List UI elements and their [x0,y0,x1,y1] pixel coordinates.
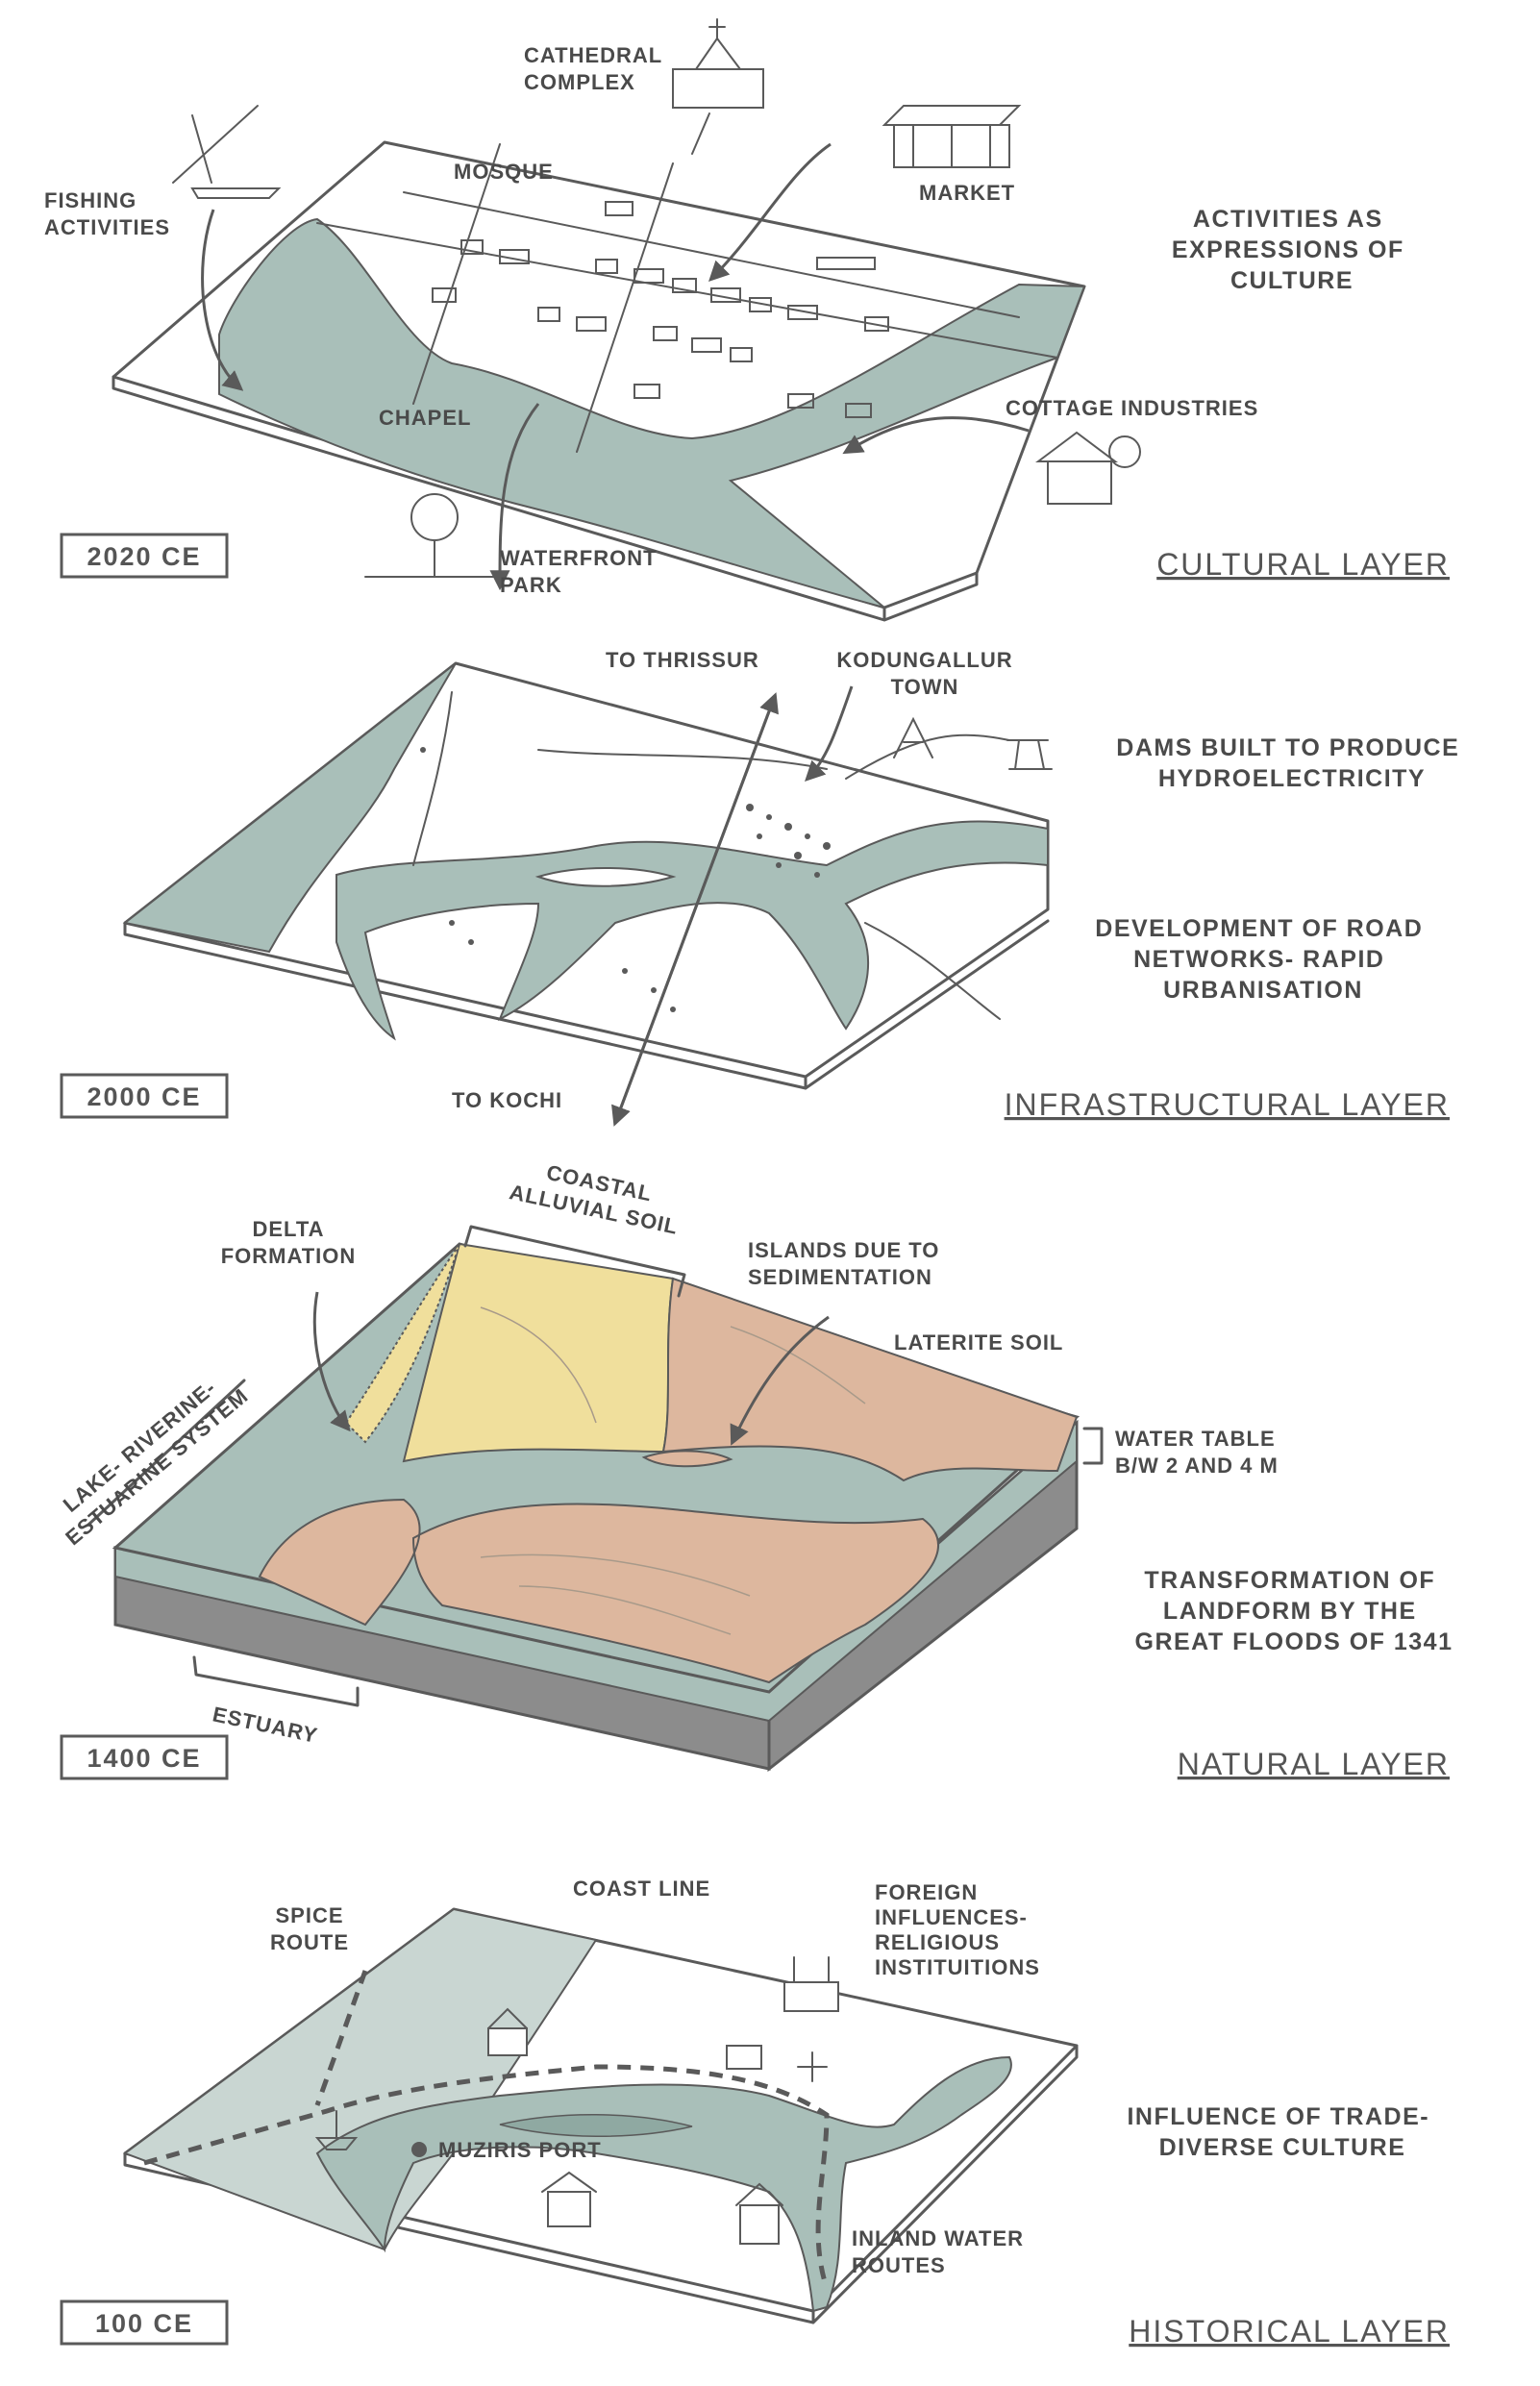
cultural-date-box [60,533,229,579]
muziris-port-marker [411,2142,427,2157]
cottage-label: COTTAGE INDUSTRIES [1006,396,1258,420]
park-tree-icon [364,493,501,578]
cultural-water [218,217,1086,609]
contour-lines [480,1306,866,1635]
town-dots [420,747,831,1012]
infra-side-notes-top: DAMS BUILT TO PRODUCE HYDROELECTRICITY [1116,734,1467,792]
cultural-title: CULTURAL LAYER [1156,547,1450,582]
natural-title: NATURAL LAYER [1178,1747,1450,1781]
market-label: MARKET [919,181,1015,205]
historical-water [315,2055,1012,2313]
laterite-north [661,1277,1079,1482]
water-table-bracket [1082,1427,1104,1465]
historical-side-notes: INFLUENCE OF TRADE- DIVERSE CULTURE [1127,2103,1437,2161]
lake-system-bracket [87,1379,246,1527]
cottage-icon [1035,431,1141,505]
foreign-label: FOREIGN INFLUENCES- RELIGIOUS INSTITUITI… [875,1880,1040,1979]
historical-lake [499,2113,693,2138]
infra-rivers [335,820,1049,1041]
infra-title: INFRASTRUCTURAL LAYER [1005,1087,1450,1122]
infra-date-box [60,1073,229,1119]
laterite-south [258,1498,940,1684]
cathedral-icon [672,18,764,155]
delta-region [344,1243,460,1444]
infra-date: 2000 CE [87,1082,201,1111]
infra-slab-side [123,919,1050,1090]
market-icon [882,105,1022,168]
historical-date-box [60,2299,229,2346]
to-kochi-label: TO KOCHI [452,1088,562,1112]
natural-side-notes: TRANSFORMATION OF LANDFORM BY THE GREAT … [1135,1567,1453,1655]
dam-icon [845,716,1053,780]
historical-slab-side [123,2044,1079,2324]
island-1 [641,1450,733,1468]
fishing-boat-icon [172,105,282,199]
cultural-pointers [201,142,1030,591]
chapel-label: CHAPEL [379,406,471,430]
coastal-label: COASTALALLUVIAL SOIL [508,1154,686,1239]
cultural-date: 2020 CE [87,542,201,571]
town-grid [316,143,1058,453]
historical-title: HISTORICAL LAYER [1129,2314,1450,2349]
religious-icons [314,1956,839,2245]
spice-route-path [143,2064,830,2289]
natural-date: 1400 CE [87,1744,201,1773]
coastal-bracket [463,1225,686,1298]
laterite-label: LATERITE SOIL [894,1330,1063,1355]
spice-route-north [314,1970,368,2106]
muziris-label: MUZIRIS PORT [438,2138,602,2162]
cultural-slab-side [112,375,979,622]
to-thrissur-label: TO THRISSUR [606,648,759,672]
historical-date: 100 CE [95,2309,193,2338]
road-network [412,691,1001,1127]
infra-coast-water [122,662,457,954]
mosque-label: MOSQUE [454,160,554,184]
infra-lake [534,867,677,887]
natural-date-box [60,1734,229,1780]
kodungallur-pointer [805,685,854,782]
cultural-side-notes: ACTIVITIES AS EXPRESSIONS OF CULTURE [1172,206,1412,294]
infra-side-notes-bottom: DEVELOPMENT OF ROAD NETWORKS- RAPID URBA… [1095,915,1430,1004]
estuary-bracket [192,1655,360,1707]
natural-pointers [312,1291,830,1446]
coast-line-label: COAST LINE [573,1876,710,1901]
